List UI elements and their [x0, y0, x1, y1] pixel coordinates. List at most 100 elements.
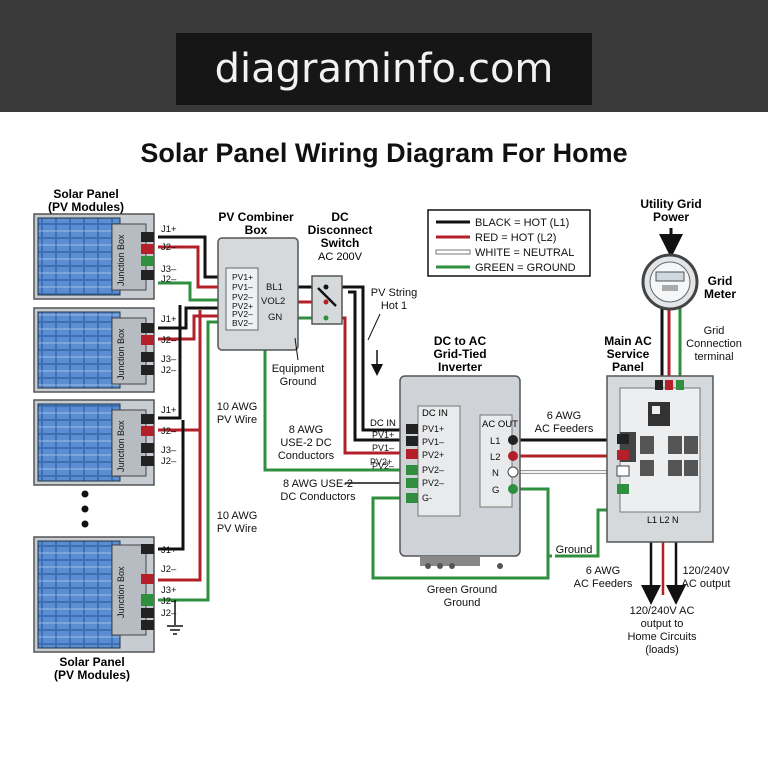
- p2-term-4: J2–: [161, 365, 177, 376]
- note-awg8-b-1: 8 AWG USE-2: [283, 478, 353, 490]
- note-awg6-a-1: 6 AWG: [547, 410, 581, 422]
- legend-white: WHITE = NEUTRAL: [475, 247, 574, 259]
- note-awg8-a-3: Conductors: [278, 450, 335, 462]
- comb-in-5: PV2–: [232, 309, 253, 319]
- note-awg10-a-1: 10 AWG: [217, 401, 258, 413]
- site-banner: diagraminfo.com: [0, 0, 768, 112]
- inverter-dc-terminal-labels: PV1+ PV1– PV2+ PV2– PV2– G-: [422, 424, 444, 503]
- wire-equip-ground: [263, 330, 412, 472]
- p4-term-2: J2–: [161, 564, 177, 575]
- inv-dc-3: PV2+: [422, 450, 444, 460]
- inverter-title-1: DC to AC: [434, 334, 487, 348]
- inverter-title-2: Grid-Tied: [433, 347, 486, 361]
- p1-term-2: J2–: [161, 242, 177, 253]
- note-grid-conn-3: terminal: [694, 351, 733, 363]
- p2-term-2: J2–: [161, 335, 177, 346]
- solar-panel-top-label-2: (PV Modules): [48, 200, 124, 214]
- note-awg10-a-2: PV Wire: [217, 414, 257, 426]
- note-home-3: Home Circuits: [627, 631, 697, 643]
- inverter-dc-in-inner: DC IN: [422, 408, 448, 419]
- p4-term-3: J3+: [161, 585, 177, 596]
- grid-meter[interactable]: [641, 253, 699, 311]
- note-ac-out-2: AC output: [682, 578, 731, 590]
- note-ac-out-1: 120/240V: [682, 565, 730, 577]
- inverter[interactable]: [399, 375, 521, 569]
- p4-term-5: J2–: [161, 608, 177, 619]
- solar-panel-bottom-label-1: Solar Panel: [59, 655, 124, 669]
- p3-term-2: J2–: [161, 426, 177, 437]
- p3-term-1: J1+: [161, 405, 177, 416]
- site-banner-box: diagraminfo.com: [176, 33, 592, 105]
- wire-p2-black: [158, 306, 228, 330]
- legend-black: BLACK = HOT (L1): [475, 217, 569, 229]
- p1-term-3: J3–: [161, 264, 177, 275]
- wire-p1-green: [158, 281, 228, 302]
- combiner-output-labels: BL1 VOL2 GN: [261, 282, 285, 323]
- note-awg6-b-2: AC Feeders: [574, 578, 633, 590]
- dc-disconnect-switch[interactable]: [311, 275, 343, 325]
- pv-combiner-box[interactable]: [217, 237, 299, 351]
- note-pv-string-2: Hot 1: [381, 300, 407, 312]
- p4-term-4: J2–: [161, 596, 177, 607]
- wire-p4-black: [158, 420, 185, 551]
- site-name[interactable]: diagraminfo.com: [214, 46, 554, 92]
- legend-red: RED = HOT (L2): [475, 232, 556, 244]
- disconnect-rating: AC 200V: [318, 251, 363, 263]
- disconnect-title-2: Disconnect: [308, 223, 373, 237]
- junction-box-label-2: Junction Box: [116, 328, 126, 380]
- note-grid-conn-2: Connection: [686, 338, 742, 350]
- panel-terminal-labels: J1+ J2– J3– J2– J1+ J2– J3– J2– J1+ J2– …: [161, 224, 177, 619]
- utility-title-2: Power: [653, 210, 689, 224]
- inverter-left-labels: PV1+ PV1– PV2+ PV2–: [370, 430, 394, 471]
- solar-panel-top-label-1: Solar Panel: [53, 187, 118, 201]
- note-home-4: (loads): [645, 644, 679, 656]
- note-equip-ground-2: Ground: [280, 376, 317, 388]
- annotations: PV String Hot 1 Equipment Ground 10 AWG …: [217, 287, 742, 656]
- service-panel-title-2: Service: [607, 347, 650, 361]
- comb-in-4: PV2+: [232, 301, 253, 311]
- main-service-panel[interactable]: [606, 375, 714, 543]
- legend-green: GREEN = GROUND: [475, 262, 576, 274]
- comb-in-6: BV2–: [232, 318, 253, 328]
- inv-ac-1: L1: [490, 436, 501, 447]
- inv-ac-4: G: [492, 485, 499, 496]
- junction-box-label-1: Junction Box: [116, 234, 126, 286]
- disconnect-title-1: DC: [331, 210, 349, 224]
- note-green-ground-1: Green Ground: [427, 584, 497, 596]
- utility-title-1: Utility Grid: [640, 197, 701, 211]
- inv-dc-5: PV2–: [422, 478, 444, 488]
- ellipsis-dots: [81, 490, 89, 528]
- service-panel-title-1: Main AC: [604, 334, 652, 348]
- inverter-ac-out: AC OUT: [482, 419, 518, 430]
- solar-panel-3[interactable]: [33, 399, 155, 486]
- inverter-ac-terminal-labels: L1 L2 N G: [490, 436, 501, 496]
- wire-p2-red: [158, 314, 228, 341]
- inv-left-4: PV2–: [372, 461, 394, 471]
- note-home-2: output to: [641, 618, 684, 630]
- wire-inv-panel-green: [512, 487, 552, 558]
- note-ground: Ground: [556, 544, 593, 556]
- diagram-title: Solar Panel Wiring Diagram For Home: [140, 138, 628, 168]
- p3-term-4: J2–: [161, 456, 177, 467]
- note-awg10-b-1: 10 AWG: [217, 510, 258, 522]
- solar-panel-1[interactable]: [33, 213, 155, 300]
- wire-disc-inv-black2: [348, 290, 412, 442]
- p1-term-4: J2–: [161, 274, 177, 285]
- disconnect-title-3: Switch: [321, 236, 360, 250]
- note-home-1: 120/240V AC: [630, 605, 695, 617]
- note-grid-conn-1: Grid: [704, 325, 725, 337]
- note-green-ground-2: Ground: [444, 597, 481, 609]
- p1-term-1: J1+: [161, 224, 177, 235]
- note-awg8-b-2: DC Conductors: [280, 491, 356, 503]
- combiner-input-labels: PV1+ PV1– PV2– PV2+ PV2– BV2–: [232, 272, 253, 328]
- solar-panel-4[interactable]: [33, 536, 155, 653]
- inv-left-3: PV2+: [370, 457, 392, 467]
- inv-dc-4: PV2–: [422, 465, 444, 475]
- combiner-title-2: Box: [245, 223, 268, 237]
- comb-out-2: VOL2: [261, 296, 285, 307]
- inv-ac-3: N: [492, 468, 499, 479]
- wire-p1-black: [158, 235, 228, 279]
- inv-dc-2: PV1–: [422, 437, 444, 447]
- solar-panel-2[interactable]: [33, 307, 155, 393]
